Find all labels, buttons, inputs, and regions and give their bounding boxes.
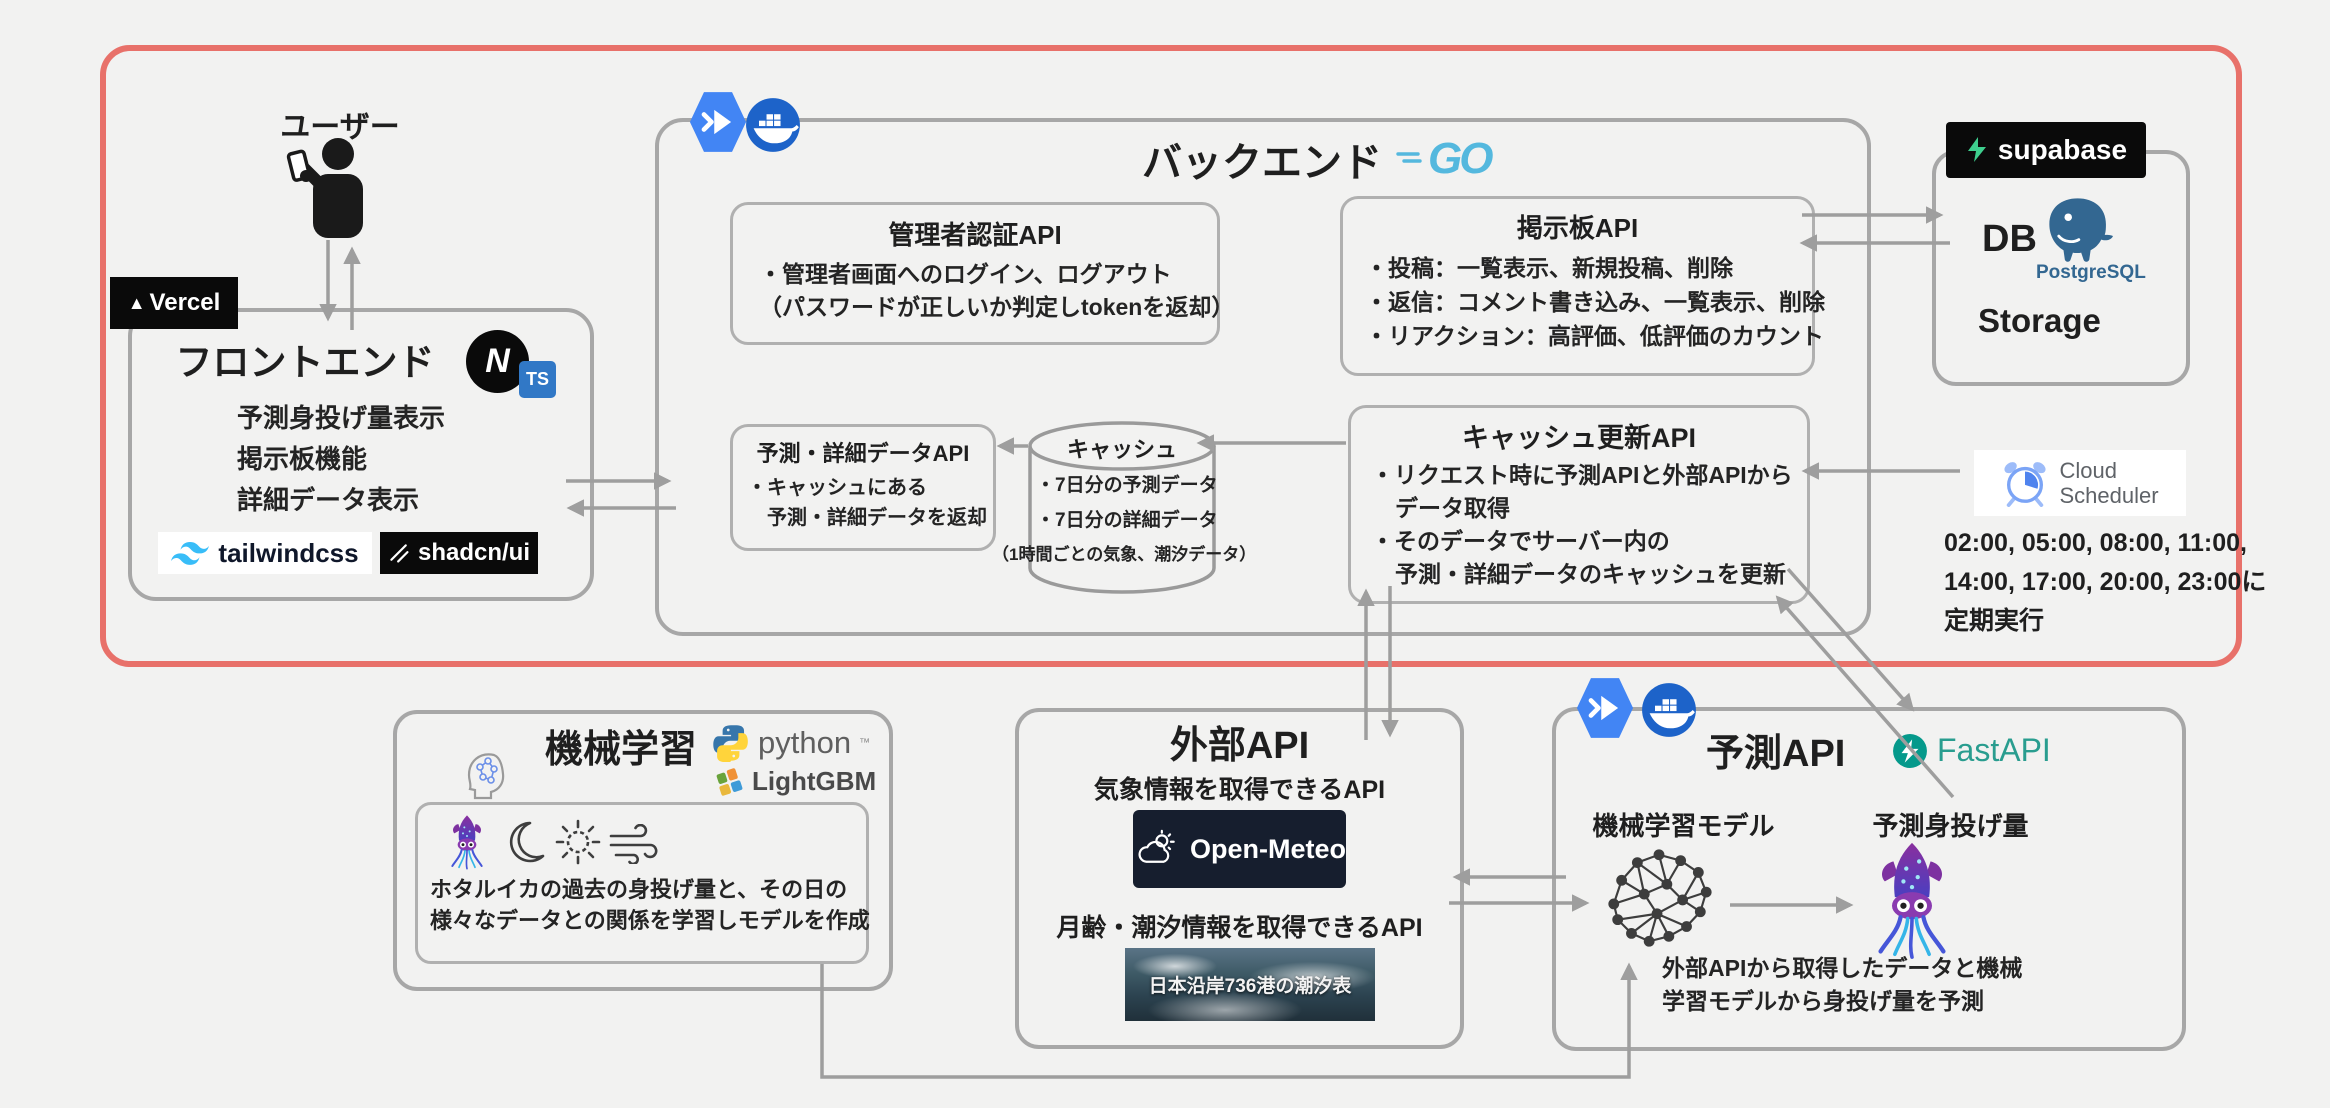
sun-icon — [555, 819, 601, 865]
frontend-title: フロントエンド — [175, 342, 435, 383]
cloud-run-icon — [1576, 678, 1634, 738]
predicted-amount-label: 予測身投げ量 — [1872, 811, 2029, 841]
fastapi-row: FastAPI — [1892, 732, 2051, 769]
python-row: python ™ — [712, 724, 870, 762]
python-icon — [713, 725, 748, 762]
tide-site-banner: 日本沿岸736港の潮汐表 — [1125, 948, 1375, 1021]
cache-lines: ・7日分の予測データ ・7日分の詳細データ — [1036, 475, 1218, 531]
moon-icon — [509, 821, 545, 863]
lightgbm-icon — [716, 767, 743, 796]
cache-update-api-box: キャッシュ更新API ・リクエスト時に予測APIと外部APIから データ取得 ・… — [1348, 405, 1810, 604]
docker-icon — [1642, 683, 1696, 737]
open-meteo-icon — [1138, 829, 1175, 863]
postgresql-label: PostgreSQL — [2036, 262, 2146, 283]
board-api-box: 掲示板API ・投稿：一覧表示、新規投稿、削除 ・返信：コメント書き込み、一覧表… — [1340, 196, 1825, 376]
storage-label: Storage — [1978, 302, 2101, 339]
go-speed-lines-icon — [1396, 152, 1422, 163]
lightgbm-row: LightGBM — [716, 766, 876, 797]
squid-icon — [1878, 842, 1946, 959]
vercel-label: Vercel — [149, 289, 221, 316]
backend-box — [655, 118, 1871, 636]
backend-title-row: バックエンド GO — [1142, 130, 1493, 188]
cloud-scheduler-name: Cloud Scheduler — [2059, 458, 2159, 508]
docker-icon — [746, 98, 800, 152]
supabase-label: supabase — [1997, 134, 2128, 165]
go-logo: GO — [1396, 134, 1493, 184]
typescript-icon: TS — [519, 361, 556, 398]
frontend-feature: 掲示板機能 — [237, 444, 368, 474]
admin-auth-api-title: 管理者認証API — [888, 220, 1062, 250]
shadcn-label: shadcn/ui — [417, 539, 531, 566]
ml-model-label: 機械学習モデル — [1592, 811, 1775, 841]
neural-network-icon — [1608, 849, 1712, 947]
wind-icon — [609, 824, 658, 864]
ml-description: ホタルイカの過去の身投げ量と、その日の 様々なデータとの関係を学習しモデルを作成 — [430, 877, 870, 933]
supabase-icon — [1967, 137, 1986, 162]
supabase-badge: supabase — [1946, 122, 2146, 178]
cloud-run-icon — [689, 92, 747, 152]
postgresql-icon — [2049, 198, 2113, 262]
cache-title: キャッシュ — [1066, 437, 1177, 462]
cache-update-api-title: キャッシュ更新API — [1461, 423, 1696, 453]
cache-cylinder — [1028, 421, 1216, 594]
shadcn-badge: shadcn/ui — [380, 532, 538, 574]
ml-title: 機械学習 — [545, 729, 698, 771]
tailwindcss-icon — [171, 541, 210, 565]
lightgbm-label: LightGBM — [752, 766, 877, 796]
vercel-badge: ▲ Vercel — [110, 277, 238, 329]
board-api-title: 掲示板API — [1516, 213, 1639, 243]
board-api-lines: ・投稿：一覧表示、新規投稿、削除 ・返信：コメント書き込み、一覧表示、削除 ・リ… — [1365, 255, 1825, 349]
tide-api-caption: 月齢・潮汐情報を取得できるAPI — [1056, 914, 1423, 942]
frontend-feature-list: 予測身投げ量表示 掲示板機能 詳細データ表示 — [237, 398, 445, 521]
ml-inner-box — [415, 802, 869, 964]
schedule-text: 02:00, 05:00, 08:00, 11:00, 14:00, 17:00… — [1944, 529, 2267, 635]
prediction-api-title: 予測API — [1706, 733, 1846, 775]
db-label: DB — [1982, 218, 2037, 260]
prediction-description: 外部APIから取得したデータと機械 学習モデルから身投げ量を予測 — [1662, 955, 2023, 1014]
fastapi-label: FastAPI — [1937, 732, 2051, 768]
frontend-feature: 詳細データ表示 — [237, 485, 420, 515]
cloud-scheduler-icon — [2004, 462, 2047, 507]
open-meteo-label: Open-Meteo — [1189, 833, 1346, 864]
ml-box — [393, 710, 893, 991]
tailwindcss-label: tailwindcss — [218, 537, 359, 568]
nextjs-icon: N — [466, 330, 529, 393]
tide-banner-text: 日本沿岸736港の潮汐表 — [1148, 976, 1352, 997]
cloud-scheduler-badge: Cloud Scheduler — [1974, 450, 2186, 516]
python-tm: ™ — [859, 737, 871, 749]
backend-title: バックエンド — [1142, 141, 1382, 185]
cache-note: （1時間ごとの気象、潮汐データ） — [992, 545, 1257, 564]
user-person-icon — [286, 138, 363, 238]
forecast-data-api-box: 予測・詳細データAPI ・キャッシュにある 予測・詳細データを返却 — [730, 424, 996, 551]
admin-auth-api-lines: ・管理者画面へのログイン、ログアウト （パスワードが正しいか判定しtokenを返… — [759, 261, 1235, 320]
frontend-box — [128, 308, 594, 601]
frontend-feature: 予測身投げ量表示 — [237, 403, 446, 433]
admin-auth-api-box: 管理者認証API ・管理者画面へのログイン、ログアウト （パスワードが正しいか判… — [730, 202, 1235, 345]
open-meteo-badge: Open-Meteo — [1133, 810, 1346, 888]
tailwindcss-badge: tailwindcss — [158, 532, 372, 574]
forecast-data-api-title: 予測・詳細データAPI — [756, 441, 970, 466]
external-api-title: 外部API — [1169, 725, 1310, 767]
cache-update-api-lines: ・リクエスト時に予測APIと外部APIから データ取得 ・そのデータでサーバー内… — [1371, 462, 1793, 587]
go-label: GO — [1428, 134, 1493, 183]
shadcn-icon — [390, 544, 409, 563]
weather-api-caption: 気象情報を取得できるAPI — [1093, 776, 1386, 804]
vercel-triangle-icon: ▲ — [127, 292, 146, 313]
ai-head-icon — [467, 753, 505, 800]
squid-icon — [451, 815, 483, 870]
python-label: python — [758, 725, 852, 760]
system-red-frame — [100, 45, 2242, 667]
forecast-data-api-lines: ・キャッシュにある 予測・詳細データを返却 — [747, 477, 987, 529]
fastapi-icon — [1893, 733, 1927, 768]
